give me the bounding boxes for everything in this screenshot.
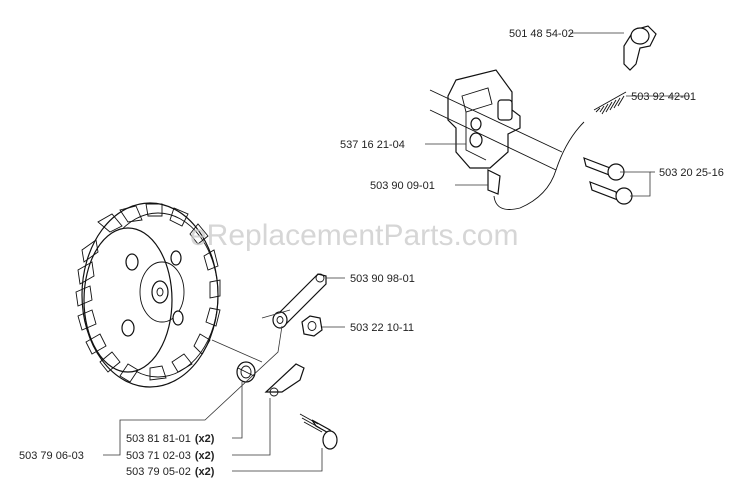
part-label: 503 92 42-01: [631, 91, 696, 103]
hex-nut: [301, 315, 323, 337]
screw-upper: [583, 157, 625, 181]
leader-lines: [103, 32, 690, 472]
part-label-with-qty: 503 71 02-03 (x2): [126, 450, 215, 462]
watermark-text: eReplacementParts.com: [190, 219, 518, 252]
screw-lower: [589, 181, 633, 205]
ignition-module: [429, 69, 585, 210]
part-label-with-qty: 503 81 81-01 (x2): [126, 433, 215, 445]
link-arm: [272, 273, 327, 329]
part-qty: (x2): [195, 433, 215, 445]
spring: [593, 91, 627, 115]
part-label: 503 79 06-03: [19, 450, 84, 462]
part-label: 537 16 21-04: [340, 139, 405, 151]
part-label: 503 90 09-01: [370, 180, 435, 192]
part-number: 503 71 02-03: [126, 450, 191, 462]
part-qty: (x2): [195, 450, 215, 462]
part-label: 501 48 54-02: [509, 28, 574, 40]
pawl-assembly: [236, 361, 338, 450]
part-label-with-qty: 503 79 05-02 (x2): [126, 466, 215, 478]
part-labels: 501 48 54-02 503 92 42-01 537 16 21-04 5…: [19, 28, 724, 478]
part-label: 503 20 25-16: [659, 167, 724, 179]
part-number: 503 81 81-01: [126, 433, 191, 445]
spark-plug-boot: [623, 25, 657, 71]
flywheel: [75, 202, 221, 388]
part-number: 503 79 05-02: [126, 466, 191, 478]
part-label: 503 22 10-11: [350, 322, 414, 334]
part-qty: (x2): [195, 466, 215, 478]
part-label: 503 90 98-01: [350, 273, 415, 285]
